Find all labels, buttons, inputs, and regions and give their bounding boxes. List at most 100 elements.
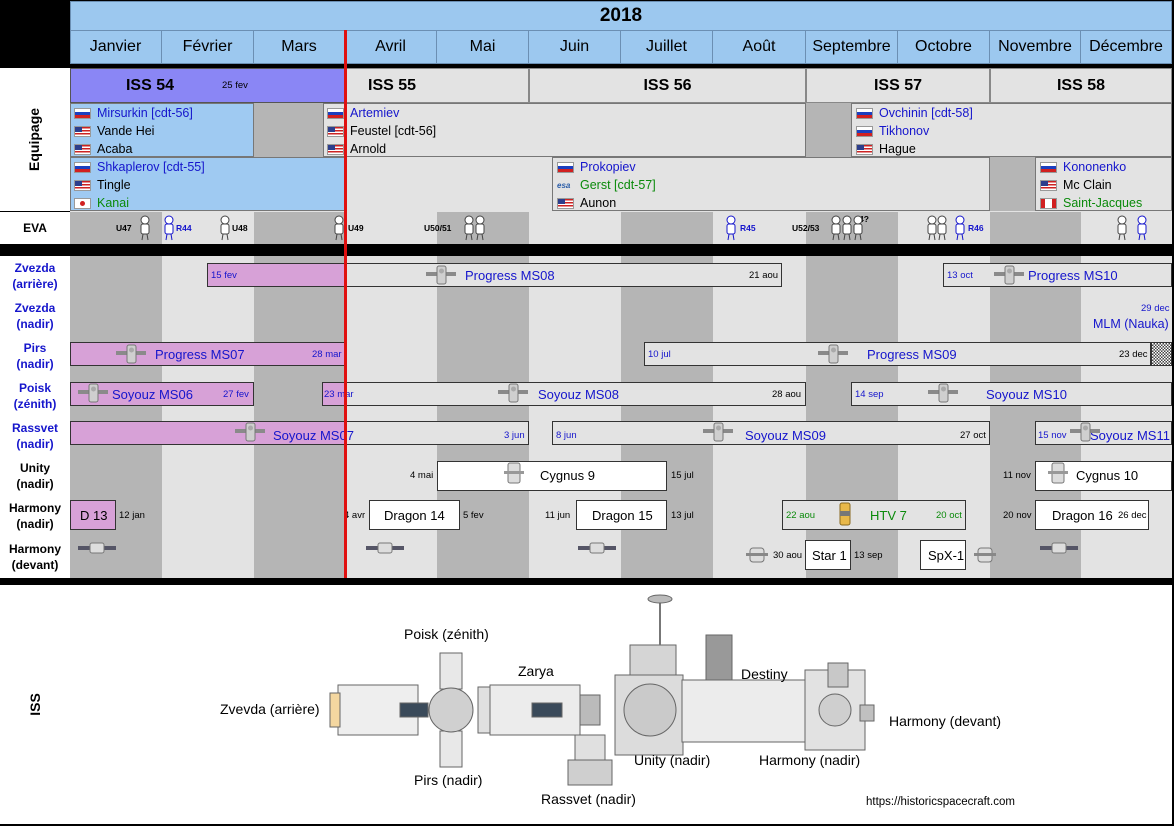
progress-ms10-label: Progress MS10 bbox=[1028, 268, 1118, 283]
star1-start: 30 aou bbox=[773, 550, 803, 561]
eva-column-4 bbox=[345, 212, 437, 244]
soyouz-ms09-bar bbox=[552, 421, 990, 445]
eva-u5051: U50/51 bbox=[424, 223, 452, 233]
iss56-label: ISS 56 bbox=[529, 68, 806, 103]
astronaut-icon bbox=[140, 215, 150, 241]
label-unity: Unity(nadir) bbox=[0, 456, 70, 496]
label-eva: EVA bbox=[0, 212, 70, 244]
eva-u47: U47 bbox=[116, 223, 132, 233]
iss55-label: ISS 55 bbox=[345, 68, 529, 103]
year-header: 2018 bbox=[70, 1, 1172, 30]
astronaut-icon bbox=[927, 215, 937, 241]
zarya-caption: Zarya bbox=[518, 663, 554, 679]
label-poisk: Poisk(zénith) bbox=[0, 376, 70, 416]
soyouz-ms11-label: Soyouz MS11 bbox=[1090, 428, 1170, 443]
pirs-caption: Pirs (nadir) bbox=[414, 772, 482, 788]
iss54-date: 25 fev bbox=[222, 80, 248, 91]
esa-logo-icon: esa bbox=[557, 181, 571, 191]
progress-ms08-end: 21 aou bbox=[749, 270, 779, 281]
credit-link[interactable]: https://historicspacecraft.com bbox=[866, 796, 1015, 808]
crew-block-1 bbox=[70, 103, 254, 157]
japan-flag-icon bbox=[74, 198, 91, 210]
eva-r44: R44 bbox=[176, 223, 192, 233]
cygnus9-label: Cygnus 9 bbox=[540, 468, 595, 483]
soyouz-icon bbox=[928, 383, 958, 403]
label-zvezda-arriere: Zvezda(arrière) bbox=[0, 256, 70, 296]
month-9: Septembre bbox=[806, 30, 898, 64]
zvezda-aft bbox=[329, 692, 341, 728]
dock-column-3 bbox=[254, 256, 345, 578]
eva-u48: U48 bbox=[232, 223, 248, 233]
usa-flag-icon bbox=[856, 144, 873, 156]
cygnus9-bar bbox=[437, 461, 667, 491]
astronaut-icon bbox=[1117, 215, 1127, 241]
star1-end: 13 sep bbox=[854, 550, 883, 561]
soyouz-ms09-end: 27 oct bbox=[960, 430, 986, 441]
progress-ms08-bar bbox=[345, 263, 782, 287]
progress-ms09-start: 10 jul bbox=[648, 349, 671, 360]
month-3: Mars bbox=[254, 30, 345, 64]
progress-ms10-bar bbox=[943, 263, 1172, 287]
star-icon bbox=[974, 547, 996, 563]
astronaut-icon bbox=[1137, 215, 1147, 241]
soyouz-ms11-start: 15 nov bbox=[1038, 430, 1067, 441]
mlm-date: 29 dec bbox=[1141, 303, 1170, 314]
dragon16-label: Dragon 16 bbox=[1052, 508, 1113, 523]
dragon13-label: D 13 bbox=[80, 508, 108, 523]
cygnus9-end: 15 jul bbox=[671, 470, 694, 481]
zvevda-caption: Zvevda (arrière) bbox=[220, 701, 320, 717]
russia-flag-icon bbox=[557, 162, 574, 174]
month-4: Avril bbox=[345, 30, 437, 64]
month-2: Février bbox=[162, 30, 254, 64]
eva-r45: R45 bbox=[740, 223, 756, 233]
soyouz-icon bbox=[498, 383, 528, 403]
progress-ms09-end: 23 dec bbox=[1119, 349, 1148, 360]
dragon-icon bbox=[78, 542, 116, 554]
soyouz-ms07-bar-part bbox=[70, 421, 345, 445]
russia-flag-icon bbox=[327, 108, 344, 120]
dragon14-start: 4 avr bbox=[344, 510, 366, 521]
soyouz-ms06-label: Soyouz MS06 bbox=[112, 387, 193, 402]
soyouz-ms07-label: Soyouz MS07 bbox=[273, 428, 354, 443]
dragon14-label: Dragon 14 bbox=[384, 508, 445, 523]
russia-flag-icon bbox=[856, 126, 873, 138]
soyouz-ms08-start: 23 mar bbox=[324, 389, 354, 400]
dragon-icon bbox=[578, 542, 616, 554]
dragon14-bar bbox=[369, 500, 460, 530]
dragon15-start: 11 jun bbox=[545, 510, 571, 521]
russia-flag-icon bbox=[1040, 162, 1057, 174]
progress-ms09-label: Progress MS09 bbox=[867, 347, 957, 362]
dragon15-bar bbox=[576, 500, 667, 530]
astronaut-icon bbox=[831, 215, 841, 241]
soyouz-ms08-bar bbox=[345, 382, 806, 406]
russia-flag-icon bbox=[856, 108, 873, 120]
htv7-bar bbox=[782, 500, 966, 530]
month-5: Mai bbox=[437, 30, 529, 64]
astronaut-icon bbox=[220, 215, 230, 241]
rassvet-caption: Rassvet (nadir) bbox=[541, 791, 636, 807]
soyouz-ms09-label: Soyouz MS09 bbox=[745, 428, 826, 443]
dragon16-bar bbox=[1035, 500, 1149, 530]
mlm-label: MLM (Nauka) bbox=[1093, 317, 1169, 331]
pma-module bbox=[705, 634, 733, 681]
soyouz-ms07-bar bbox=[345, 421, 529, 445]
astronaut-icon bbox=[726, 215, 736, 241]
month-6: Juin bbox=[529, 30, 621, 64]
poisk-module bbox=[439, 652, 463, 690]
label-iss: ISS bbox=[0, 585, 70, 824]
iss54-label: ISS 54 bbox=[125, 76, 175, 94]
astronaut-icon bbox=[334, 215, 344, 241]
usa-flag-icon bbox=[1040, 180, 1057, 192]
iss-diagram: Poisk (zénith) Zarya Destiny Zvevda (arr… bbox=[220, 594, 1015, 808]
dragon13-end: 12 jan bbox=[119, 510, 145, 521]
spx1-label: SpX-1 bbox=[928, 548, 965, 563]
label-rassvet: Rassvet(nadir) bbox=[0, 416, 70, 456]
dragon16-end: 26 dec bbox=[1118, 510, 1147, 521]
usa-flag-icon bbox=[74, 180, 91, 192]
poisk-caption: Poisk (zénith) bbox=[404, 626, 489, 642]
soyouz-icon bbox=[1070, 422, 1100, 442]
crew-gap-sept bbox=[806, 103, 851, 157]
soyouz-icon bbox=[235, 422, 265, 442]
dragon16-start: 20 nov bbox=[1003, 510, 1032, 521]
